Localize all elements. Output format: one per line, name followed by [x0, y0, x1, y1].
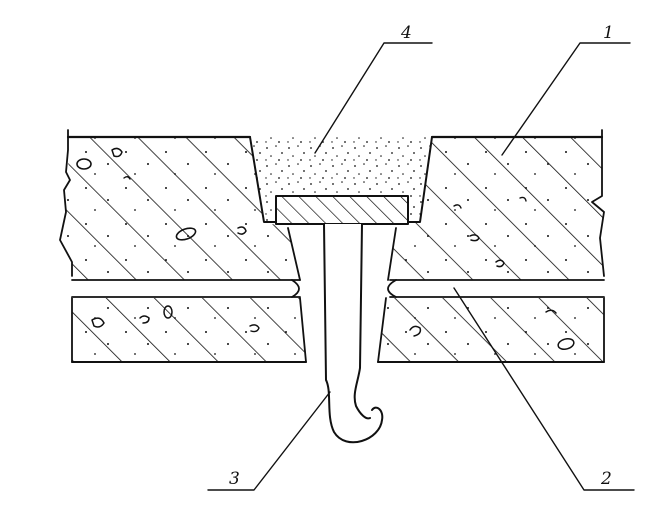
label-3: 3 — [229, 469, 240, 489]
aggregate-stones — [76, 147, 575, 351]
horizontal-joint-rod — [71, 279, 605, 298]
label-4: 4 — [400, 23, 412, 43]
label-1: 1 — [603, 23, 614, 43]
anchor-plate — [275, 195, 409, 225]
hanging-hook — [323, 223, 384, 444]
leader-lines — [207, 42, 635, 491]
upper-slab — [59, 129, 605, 280]
channel-walls — [287, 227, 397, 363]
label-2: 2 — [600, 469, 612, 489]
lower-slab — [71, 297, 605, 363]
